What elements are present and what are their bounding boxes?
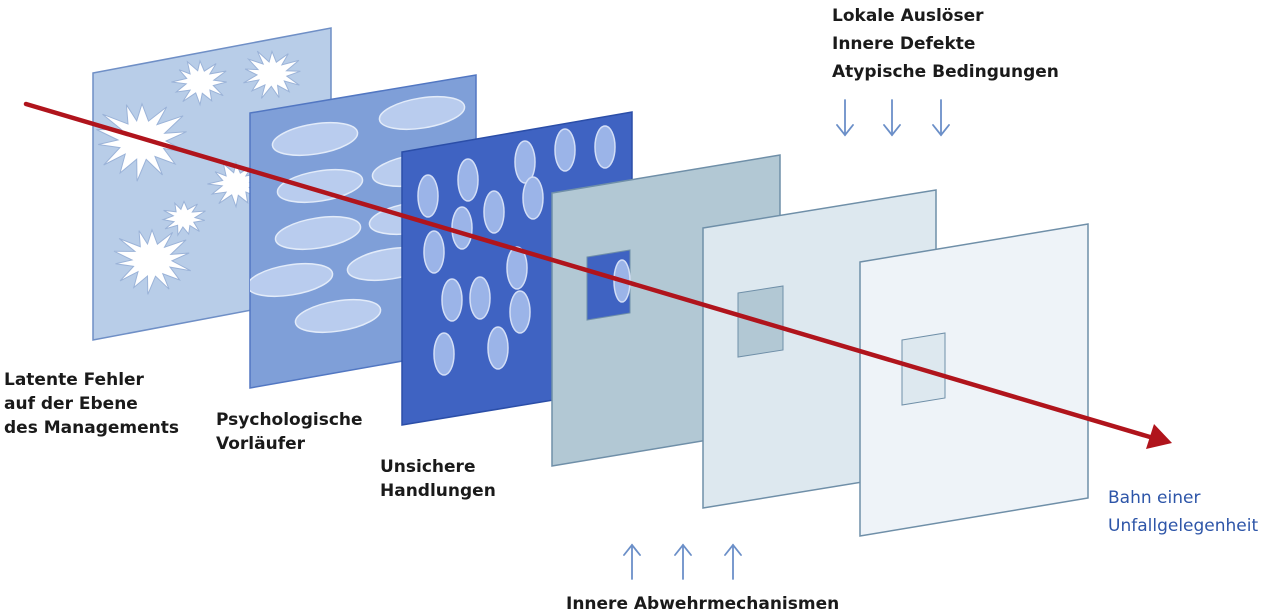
label-line: Latente Fehler <box>4 370 144 390</box>
label-line: Unsichere <box>380 457 476 477</box>
label-line: Vorläufer <box>216 434 306 454</box>
label-unsafe-acts: Unsichere Handlungen <box>380 455 496 503</box>
hole-ellipse <box>441 278 463 322</box>
hole-star <box>96 102 189 182</box>
label-line: Handlungen <box>380 481 496 501</box>
label-line: Innere Defekte <box>832 34 976 54</box>
label-line: Bahn einer <box>1108 488 1201 508</box>
hole-ellipse <box>522 176 544 220</box>
label-inner-defenses: Innere Abwehrmechanismen <box>566 594 840 614</box>
hole-ellipse <box>378 95 466 131</box>
label-latent-errors: Latente Fehler auf der Ebene des Managem… <box>4 368 179 440</box>
hole-star <box>113 228 191 295</box>
hole-ellipse <box>423 230 445 274</box>
hole-ellipse <box>509 290 531 334</box>
hole-ellipse <box>271 121 359 157</box>
hole-ellipse <box>483 190 505 234</box>
arrow-up-icon <box>623 543 641 580</box>
hole-ellipse <box>276 168 364 204</box>
arrow-down-icon <box>836 99 854 137</box>
arrow-up-icon <box>674 543 692 580</box>
hole-ellipse <box>250 262 334 298</box>
arrow-down-icon <box>932 99 950 137</box>
accident-trajectory-arrow <box>23 101 1172 449</box>
hole-star <box>243 49 301 99</box>
hole-ellipse <box>469 276 491 320</box>
label-local-triggers: Lokale Auslöser Innere Defekte Atypische… <box>832 2 1059 86</box>
hole-ellipse <box>417 174 439 218</box>
hole-ellipse <box>274 215 362 251</box>
label-line: auf der Ebene <box>4 394 138 414</box>
hole-ellipse <box>457 158 479 202</box>
arrow-down-icon <box>883 99 901 137</box>
upward-arrows <box>623 543 742 580</box>
layer-6 <box>859 223 1089 537</box>
hole-ellipse <box>594 125 616 169</box>
label-line: Psychologische <box>216 410 363 430</box>
hole-ellipse <box>433 332 455 376</box>
label-accident-trajectory: Bahn einer Unfallgelegenheit <box>1108 484 1258 540</box>
arrow-up-icon <box>724 543 742 580</box>
label-line: des Managements <box>4 418 179 438</box>
slice-6-plane <box>859 223 1089 537</box>
hole-ellipse <box>487 326 509 370</box>
hole-ellipse <box>294 298 382 334</box>
label-psychological-precursors: Psychologische Vorläufer <box>216 408 363 456</box>
downward-arrows <box>836 99 950 137</box>
label-line: Lokale Auslöser <box>832 6 984 26</box>
hole-ellipse <box>554 128 576 172</box>
arrowhead-icon <box>1146 424 1172 449</box>
label-line: Atypische Bedingungen <box>832 62 1059 82</box>
hole-ellipse <box>514 140 536 184</box>
label-line: Unfallgelegenheit <box>1108 516 1259 536</box>
hole-ellipse <box>506 246 528 290</box>
hole-star <box>171 59 227 107</box>
hole-star <box>161 200 206 237</box>
hole-ellipse <box>451 206 473 250</box>
